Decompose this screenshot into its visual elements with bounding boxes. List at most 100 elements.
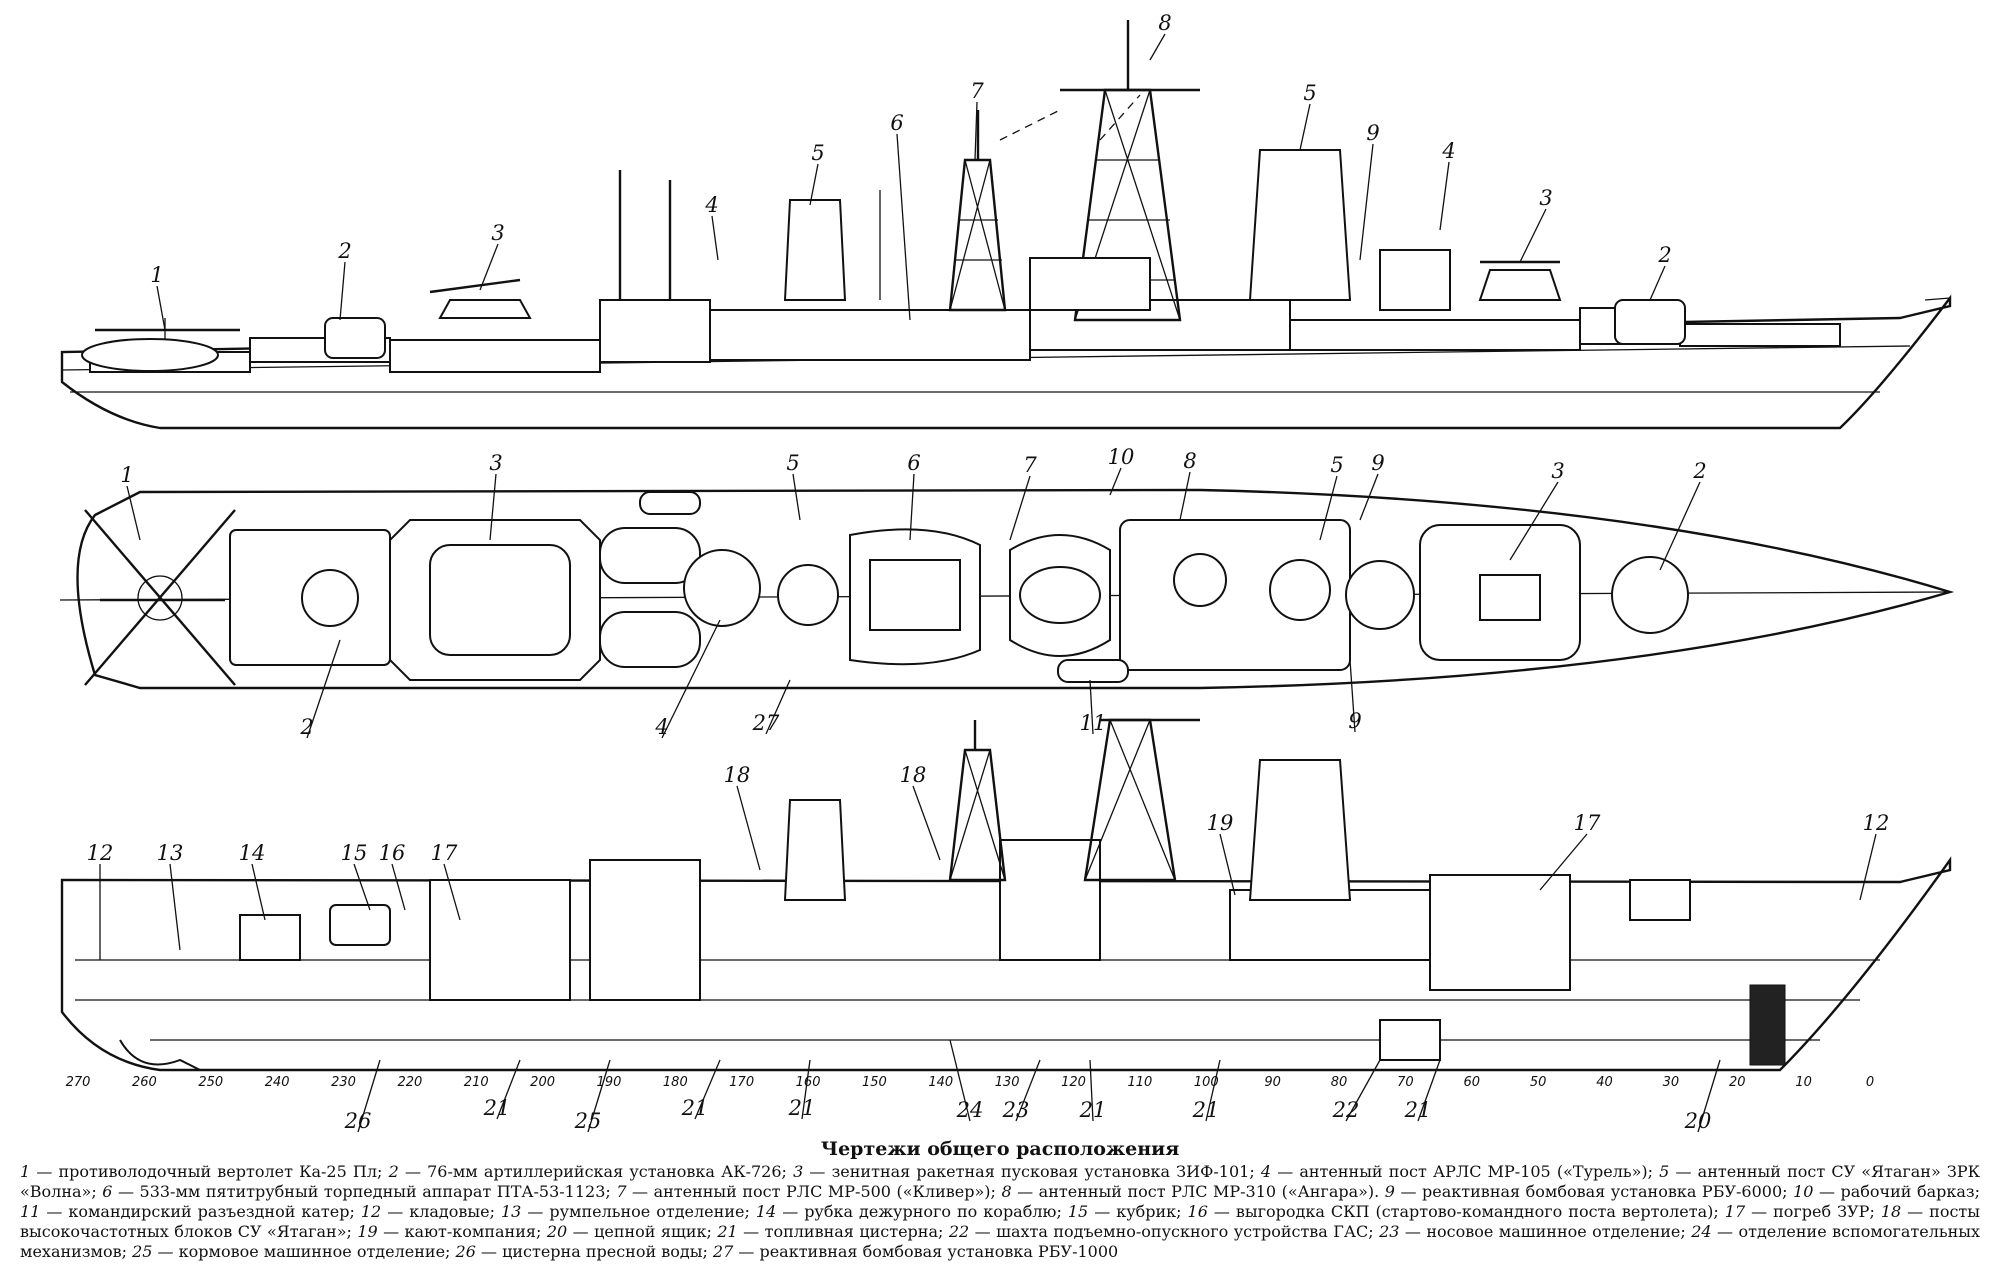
- callout-number: 12: [87, 841, 114, 865]
- leader-line: [126, 485, 141, 541]
- frame-number: 230: [331, 1075, 356, 1090]
- legend-item-number: 21: [717, 1222, 738, 1241]
- callout-number: 5: [1330, 453, 1343, 477]
- frame-number: 0: [1866, 1075, 1874, 1090]
- leader-line: [896, 133, 911, 321]
- legend-item-text: — отделение вспомогательных механизмов;: [20, 1222, 1981, 1261]
- callout-number: 2: [299, 715, 313, 739]
- frame-number: 100: [1194, 1075, 1219, 1090]
- leader-line: [949, 1039, 971, 1122]
- frame-number: 140: [928, 1075, 953, 1090]
- legend-item-text: — антенный пост РЛС МР-310 («Ангара»).: [1011, 1182, 1385, 1201]
- legend-item-number: 5: [1659, 1162, 1670, 1181]
- leader-line: [1519, 208, 1547, 263]
- inboard-profile-view: [60, 718, 1952, 1072]
- legend-item-number: 23: [1379, 1222, 1400, 1241]
- leader-line: [1109, 467, 1122, 496]
- caption-title: Чертежи общего расположения: [820, 1138, 1180, 1160]
- frame-number: 40: [1596, 1075, 1613, 1090]
- legend-item-text: — 76-мм артиллерийская установка АК-726;: [398, 1162, 794, 1181]
- legend-item-number: 2: [388, 1162, 399, 1181]
- frame-number: 120: [1061, 1075, 1086, 1090]
- frame-number: 240: [265, 1075, 290, 1090]
- side-elevation-view: [60, 20, 1952, 430]
- leader-line: [765, 679, 791, 735]
- leader-line: [1539, 833, 1588, 891]
- callout-number: 10: [1108, 445, 1135, 469]
- legend-item: 23 — носовое машинное отделение;: [1379, 1222, 1691, 1241]
- legend-item-text: — реактивная бомбовая установка РБУ-6000…: [1394, 1182, 1794, 1201]
- legend-item-number: 13: [501, 1202, 522, 1221]
- legend-item-text: — кубрик;: [1088, 1202, 1188, 1221]
- leader-line: [792, 473, 801, 521]
- legend-item-text: — зенитная ракетная пусковая установка З…: [803, 1162, 1261, 1181]
- callout-number: 1: [120, 463, 133, 487]
- legend-item-text: — 533-мм пятитрубный торпедный аппарат П…: [112, 1182, 617, 1201]
- leader-line: [1359, 473, 1379, 521]
- legend-item-number: 4: [1260, 1162, 1272, 1181]
- callout-number: 8: [1183, 449, 1196, 473]
- callout-number: 7: [970, 79, 984, 103]
- callout-number: 9: [1371, 451, 1384, 475]
- legend-item: 24 — отделение вспомогательных механизмо…: [20, 1222, 1980, 1261]
- frame-number: 10: [1795, 1075, 1812, 1090]
- callout-number: 3: [1551, 459, 1564, 483]
- callout-number: 14: [239, 841, 266, 865]
- frame-number: 80: [1331, 1075, 1348, 1090]
- legend-item: 19 — кают-компания;: [357, 1222, 547, 1241]
- leader-line: [489, 473, 497, 541]
- legend-item-text: — рубка дежурного по кораблю;: [776, 1202, 1068, 1221]
- legend-item-text: — шахта подъемно-опускного устройства ГА…: [969, 1222, 1380, 1241]
- legend-item-number: 8: [1001, 1182, 1012, 1201]
- legend-item-text: — антенный пост РЛС МР-500 («Кливер»);: [626, 1182, 1002, 1201]
- legend-item-number: 24: [1691, 1222, 1712, 1241]
- leader-line: [1299, 103, 1311, 151]
- lattice-mast-main: [1060, 20, 1200, 322]
- legend-item-text: — кают-компания;: [377, 1222, 547, 1241]
- leader-line: [1859, 833, 1877, 901]
- legend-item-number: 18: [1880, 1202, 1902, 1221]
- legend-item-number: 12: [360, 1202, 382, 1221]
- frame-number: 250: [198, 1075, 223, 1090]
- frame-number: 130: [995, 1075, 1020, 1090]
- callout-number: 20: [1684, 1109, 1712, 1133]
- callout-number: 27: [752, 711, 780, 735]
- leader-line: [353, 863, 371, 911]
- legend-item: 1 — противолодочный вертолет Ка-25 Пл;: [20, 1162, 389, 1181]
- callout-number: 8: [1158, 11, 1171, 35]
- callout-number: 24: [956, 1098, 984, 1122]
- callout-number: 7: [1023, 453, 1037, 477]
- legend-item: 9 — реактивная бомбовая установка РБУ-60…: [1385, 1182, 1793, 1201]
- callout-number: 13: [157, 841, 184, 865]
- plan-view: [59, 488, 1955, 690]
- leader-line: [694, 1059, 721, 1120]
- legend-item-number: 10: [1793, 1182, 1814, 1201]
- leader-line: [809, 163, 819, 206]
- legend-item-text: — цепной ящик;: [567, 1222, 718, 1241]
- leader-line: [1179, 471, 1191, 521]
- legend-item: 26 — цистерна пресной воды;: [456, 1242, 713, 1261]
- leader-line: [1439, 161, 1450, 231]
- leader-line: [1345, 1059, 1381, 1122]
- legend-item: 15 — кубрик;: [1068, 1202, 1188, 1221]
- callout-number: 9: [1348, 709, 1361, 733]
- callout-number: 18: [900, 763, 927, 787]
- callout-number: 9: [1366, 121, 1379, 145]
- leader-line: [912, 785, 941, 861]
- callout-number: 16: [379, 841, 406, 865]
- leader-line: [391, 863, 406, 911]
- legend-item-number: 27: [712, 1242, 734, 1261]
- frame-number: 220: [397, 1075, 422, 1090]
- legend-item-text: — топливная цистерна;: [737, 1222, 949, 1241]
- legend-item-number: 9: [1384, 1182, 1395, 1201]
- legend-item: 13 — румпельное отделение;: [501, 1202, 756, 1221]
- legend-item-text: — командирский разъездной катер;: [40, 1202, 361, 1221]
- leader-line: [1359, 143, 1374, 261]
- leader-line: [974, 101, 978, 161]
- callout-number: 4: [704, 193, 718, 217]
- leader-line: [1417, 1059, 1441, 1122]
- leader-line: [736, 785, 761, 871]
- callout-number: 5: [786, 451, 799, 475]
